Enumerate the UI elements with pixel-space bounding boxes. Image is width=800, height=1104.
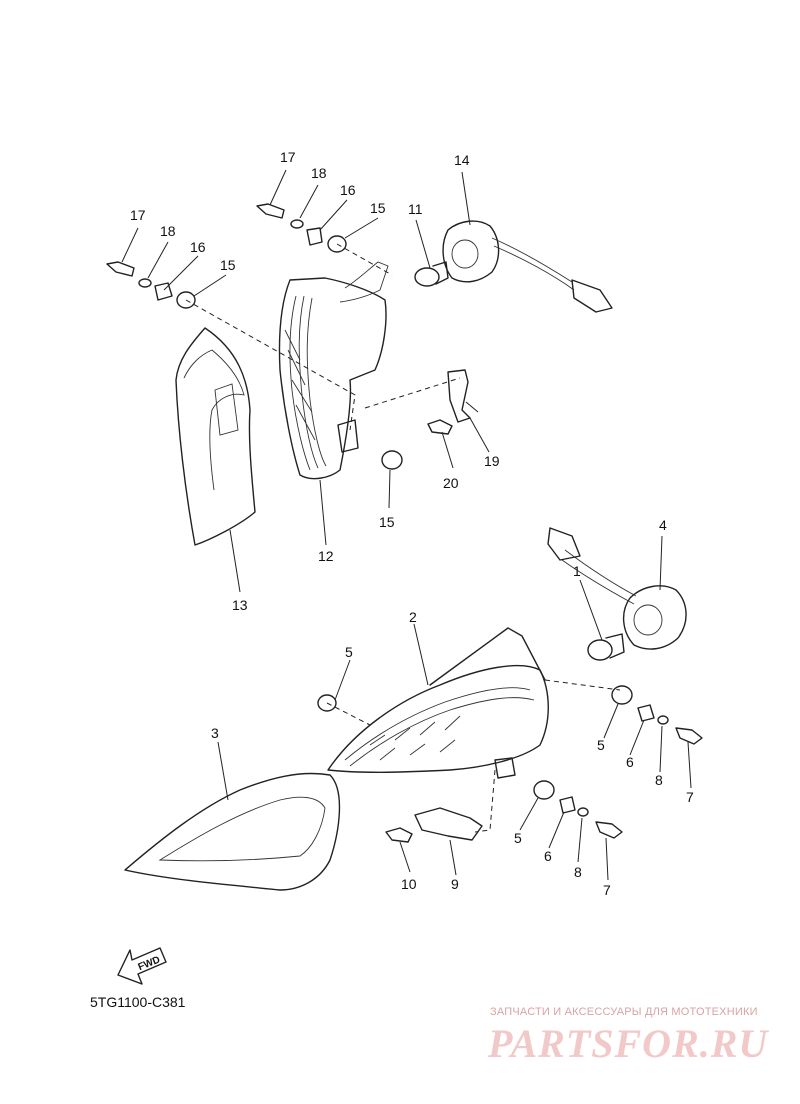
- part-10-bolt: [385, 827, 413, 843]
- part-20-bolt: [427, 419, 453, 435]
- callout-1: 1: [573, 563, 581, 579]
- fwd-arrow-icon: FWD: [117, 947, 167, 985]
- callout-15: 15: [220, 257, 236, 273]
- callout-6: 6: [544, 848, 552, 864]
- callout-10: 10: [401, 876, 417, 892]
- callout-9: 9: [451, 876, 459, 892]
- callout-16: 16: [340, 182, 356, 198]
- callout-13: 13: [232, 597, 248, 613]
- part-1-bulb: [587, 633, 625, 661]
- assembly-line-lower-3: [474, 769, 496, 833]
- part-13-outer-cover: [175, 327, 256, 546]
- part-5-grommet-left: [317, 694, 337, 712]
- part-14-socket-harness: [442, 220, 613, 313]
- diagram-code: 5TG1100-C381: [90, 994, 186, 1010]
- watermark-tagline: ЗАПЧАСТИ И АКСЕССУАРЫ ДЛЯ МОТОТЕХНИКИ: [490, 1006, 758, 1018]
- assembly-line-upper-2: [336, 243, 393, 276]
- part-11-bulb: [414, 261, 449, 287]
- part-15-grommet-lower: [381, 450, 403, 470]
- part-2-lamp-body: [327, 627, 549, 779]
- part-12-lamp-housing: [278, 261, 389, 480]
- callout-17: 17: [130, 207, 146, 223]
- callout-5: 5: [597, 737, 605, 753]
- fastener-set-lower-upper: [611, 685, 703, 745]
- callout-3: 3: [211, 725, 219, 741]
- callout-20: 20: [443, 475, 459, 491]
- fastener-set-upper-right: [256, 203, 347, 253]
- callout-18: 18: [311, 165, 327, 181]
- fastener-set-lower-lower: [533, 780, 623, 839]
- callout-leaders: [121, 169, 692, 881]
- callout-15: 15: [379, 514, 395, 530]
- assembly-line-upper-1: [185, 299, 356, 431]
- callout-6: 6: [626, 754, 634, 770]
- part-19-bracket: [447, 369, 471, 423]
- callout-19: 19: [484, 453, 500, 469]
- part-3-outer-cover: [124, 772, 341, 891]
- callout-17: 17: [280, 149, 296, 165]
- callout-18: 18: [160, 223, 176, 239]
- assembly-line-lower-1: [326, 702, 371, 726]
- callout-labels: 17 18 16 15 17 18 16 15 11 14 19 20 15 1…: [130, 149, 694, 898]
- watermark-logo: PARTSFOR.RU: [488, 1021, 769, 1066]
- callout-16: 16: [190, 239, 206, 255]
- callout-14: 14: [454, 152, 470, 168]
- callout-5: 5: [514, 830, 522, 846]
- callout-12: 12: [318, 548, 334, 564]
- callout-15: 15: [370, 200, 386, 216]
- part-4-socket-harness: [547, 527, 687, 650]
- callout-2: 2: [409, 609, 417, 625]
- fastener-set-upper-left: [106, 261, 196, 309]
- fwd-label: FWD: [137, 954, 162, 973]
- callout-7: 7: [603, 882, 611, 898]
- assembly-line-upper-3: [364, 377, 461, 409]
- part-9-bracket: [414, 807, 483, 841]
- callout-8: 8: [655, 772, 663, 788]
- callout-7: 7: [686, 789, 694, 805]
- assembly-line-lower-2: [544, 679, 621, 691]
- callout-4: 4: [659, 517, 667, 533]
- callout-5: 5: [345, 644, 353, 660]
- callout-8: 8: [574, 864, 582, 880]
- callout-11: 11: [408, 201, 423, 217]
